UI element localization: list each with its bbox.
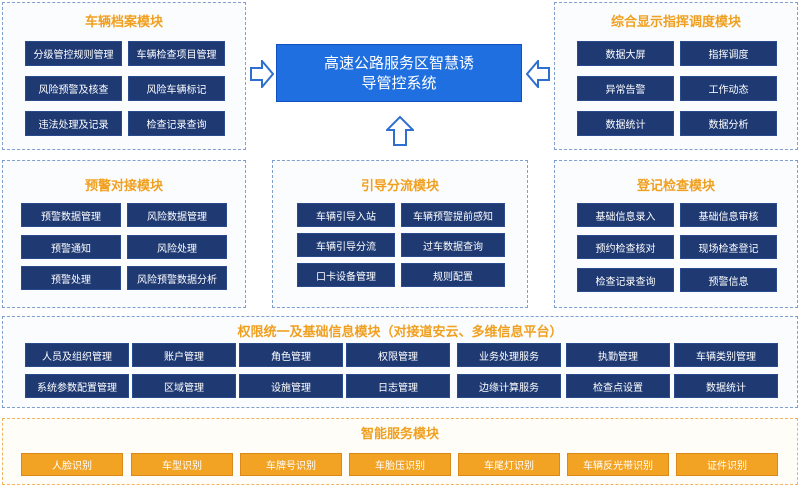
guidance-item[interactable]: 规则配置 [401,263,505,287]
dispatch-item[interactable]: 异常告警 [577,76,674,101]
permission-item[interactable]: 角色管理 [239,343,343,367]
guidance-item[interactable]: 车辆引导分流 [297,233,395,257]
permission-item[interactable]: 账户管理 [132,343,236,367]
dispatch-item[interactable]: 工作动态 [680,76,777,101]
warning-item[interactable]: 风险预警数据分析 [127,266,227,290]
inspection-item[interactable]: 预警信息 [680,268,777,292]
vehicle-archive-item[interactable]: 车辆检查项目管理 [128,41,225,66]
system-title-box: 高速公路服务区智慧诱导管控系统 [276,44,522,102]
smart-services-panel: 智能服务模块 人脸识别 车型识别 车牌号识别 车胎压识别 车尾灯识别 车辆反光带… [2,418,798,485]
warning-item[interactable]: 风险数据管理 [127,203,227,227]
vehicle-archive-item[interactable]: 风险车辆标记 [128,76,225,101]
dispatch-item[interactable]: 数据大屏 [577,41,674,66]
vehicle-archive-item[interactable]: 违法处理及记录 [25,111,122,136]
arrow-up-icon [386,116,414,146]
guidance-title: 引导分流模块 [360,179,439,194]
permission-item[interactable]: 人员及组织管理 [25,343,129,367]
arrow-left-icon [526,60,550,88]
vehicle-archive-item[interactable]: 分级管控规则管理 [25,41,122,66]
dispatch-item[interactable]: 数据统计 [577,111,674,136]
warning-item[interactable]: 预警数据管理 [21,203,121,227]
guidance-item[interactable]: 车辆引导入站 [297,203,395,227]
vehicle-archive-title: 车辆档案模块 [84,15,163,30]
permission-item[interactable]: 数据统计 [674,374,778,398]
permission-item[interactable]: 边缘计算服务 [457,374,561,398]
inspection-item[interactable]: 基础信息审核 [680,203,777,227]
permission-item[interactable]: 业务处理服务 [457,343,561,367]
vehicle-archive-panel: 车辆档案模块 分级管控规则管理 车辆检查项目管理 风险预警及核查 风险车辆标记 … [2,2,246,150]
smart-service-item[interactable]: 车胎压识别 [349,453,451,476]
warning-title: 预警对接模块 [84,179,163,194]
warning-item[interactable]: 预警处理 [21,266,121,290]
smart-service-item[interactable]: 人脸识别 [21,453,123,476]
smart-service-item[interactable]: 车型识别 [131,453,233,476]
smart-service-item[interactable]: 车牌号识别 [240,453,342,476]
vehicle-archive-item[interactable]: 检查记录查询 [128,111,225,136]
dispatch-item[interactable]: 指挥调度 [680,41,777,66]
system-title: 高速公路服务区智慧诱导管控系统 [324,54,475,92]
guidance-panel: 引导分流模块 车辆引导入站 车辆预警提前感知 车辆引导分流 过车数据查询 口卡设… [272,160,528,308]
permission-item[interactable]: 日志管理 [346,374,450,398]
warning-panel: 预警对接模块 预警数据管理 风险数据管理 预警通知 风险处理 预警处理 风险预警… [2,160,246,308]
permission-item[interactable]: 检查点设置 [566,374,670,398]
permission-item[interactable]: 系统参数配置管理 [25,374,129,398]
permission-item[interactable]: 设施管理 [239,374,343,398]
inspection-title: 登记检查模块 [636,179,715,194]
permission-panel: 权限统一及基础信息模块（对接道安云、多维信息平台） 人员及组织管理 账户管理 角… [2,316,798,408]
guidance-item[interactable]: 口卡设备管理 [297,263,395,287]
warning-item[interactable]: 预警通知 [21,235,121,259]
dispatch-panel: 综合显示指挥调度模块 数据大屏 指挥调度 异常告警 工作动态 数据统计 数据分析 [554,2,798,150]
inspection-panel: 登记检查模块 基础信息录入 基础信息审核 预约检查核对 现场检查登记 检查记录查… [554,160,798,308]
permission-item[interactable]: 区域管理 [132,374,236,398]
arrow-right-icon [250,60,274,88]
permission-item[interactable]: 车辆类别管理 [674,343,778,367]
guidance-item[interactable]: 过车数据查询 [401,233,505,257]
permission-item[interactable]: 权限管理 [346,343,450,367]
smart-services-title: 智能服务模块 [360,427,439,442]
warning-item[interactable]: 风险处理 [127,235,227,259]
inspection-item[interactable]: 基础信息录入 [577,203,674,227]
permission-title: 权限统一及基础信息模块（对接道安云、多维信息平台） [237,325,563,340]
guidance-item[interactable]: 车辆预警提前感知 [401,203,505,227]
permission-item[interactable]: 执勤管理 [566,343,670,367]
vehicle-archive-item[interactable]: 风险预警及核查 [25,76,122,101]
smart-service-item[interactable]: 车辆反光带识别 [567,453,669,476]
inspection-item[interactable]: 现场检查登记 [680,235,777,259]
dispatch-item[interactable]: 数据分析 [680,111,777,136]
inspection-item[interactable]: 检查记录查询 [577,268,674,292]
smart-service-item[interactable]: 证件识别 [676,453,778,476]
dispatch-title: 综合显示指挥调度模块 [610,15,741,30]
smart-service-item[interactable]: 车尾灯识别 [458,453,560,476]
inspection-item[interactable]: 预约检查核对 [577,235,674,259]
